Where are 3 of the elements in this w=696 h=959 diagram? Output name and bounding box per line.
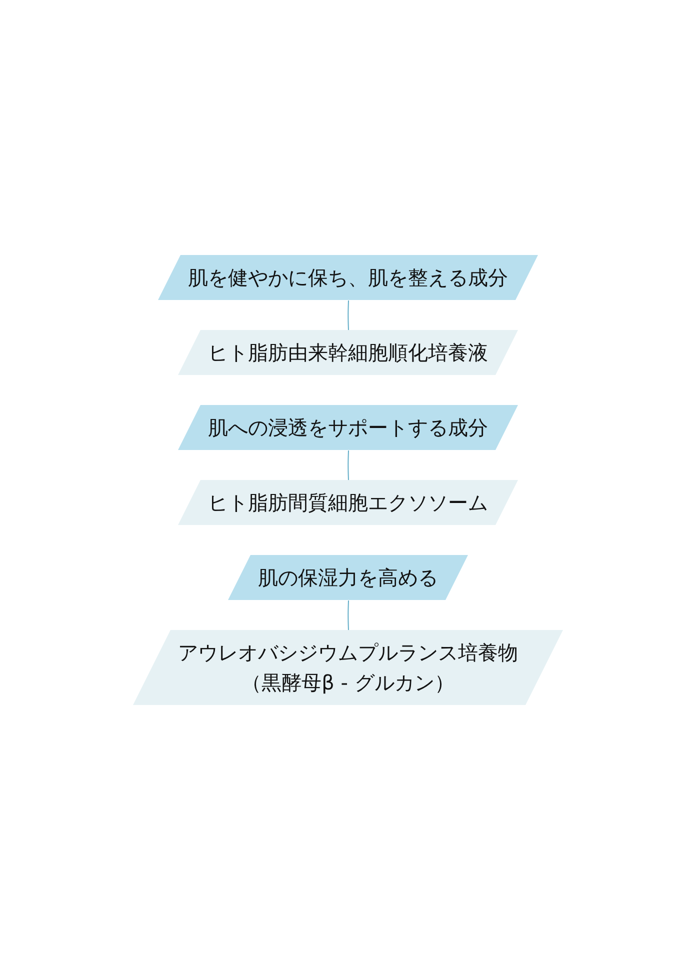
connector: [348, 600, 349, 630]
connector: [348, 450, 349, 480]
connector: [348, 300, 349, 330]
